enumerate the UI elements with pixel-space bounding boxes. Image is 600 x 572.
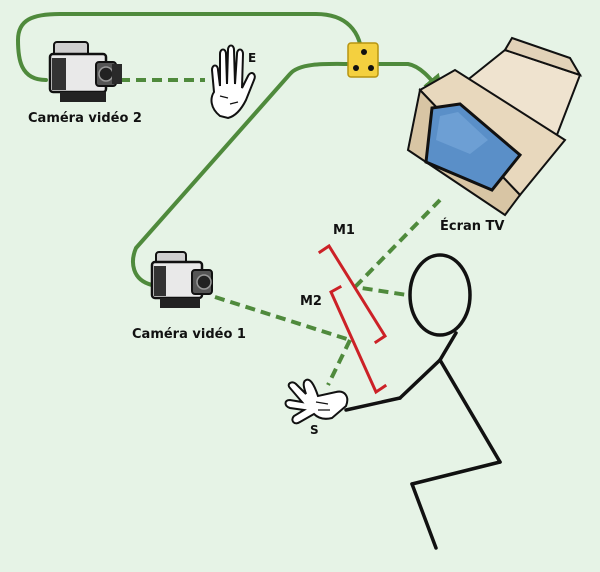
hand-icon [284,378,349,425]
sightline-camera1-mirror [214,295,351,342]
stick-figure-icon [344,253,502,550]
junction-box-icon [347,42,379,78]
video-camera-icon [48,41,122,102]
label-camera1: Caméra vidéo 1 [132,327,246,342]
sightline-mirror-screen [353,198,442,289]
cable-camera1 [131,61,354,287]
monitor-icon [406,36,583,217]
label-hand-e: E [248,51,256,65]
sight-lines [120,78,442,386]
label-screen: Écran TV [440,218,504,234]
sightline-eye-mirror [354,285,421,299]
mirror-m1 [317,243,388,345]
label-m2: M2 [300,294,322,309]
mirror-m2 [329,284,388,395]
label-hand-s: S [310,423,319,437]
hand-icon [210,44,256,120]
video-camera-icon [150,251,213,308]
figure-head [408,253,472,337]
label-m1: M1 [333,223,355,238]
sightline-mirror-hand [326,339,352,386]
label-camera2: Caméra vidéo 2 [28,111,142,126]
cable-camera2 [15,12,364,82]
